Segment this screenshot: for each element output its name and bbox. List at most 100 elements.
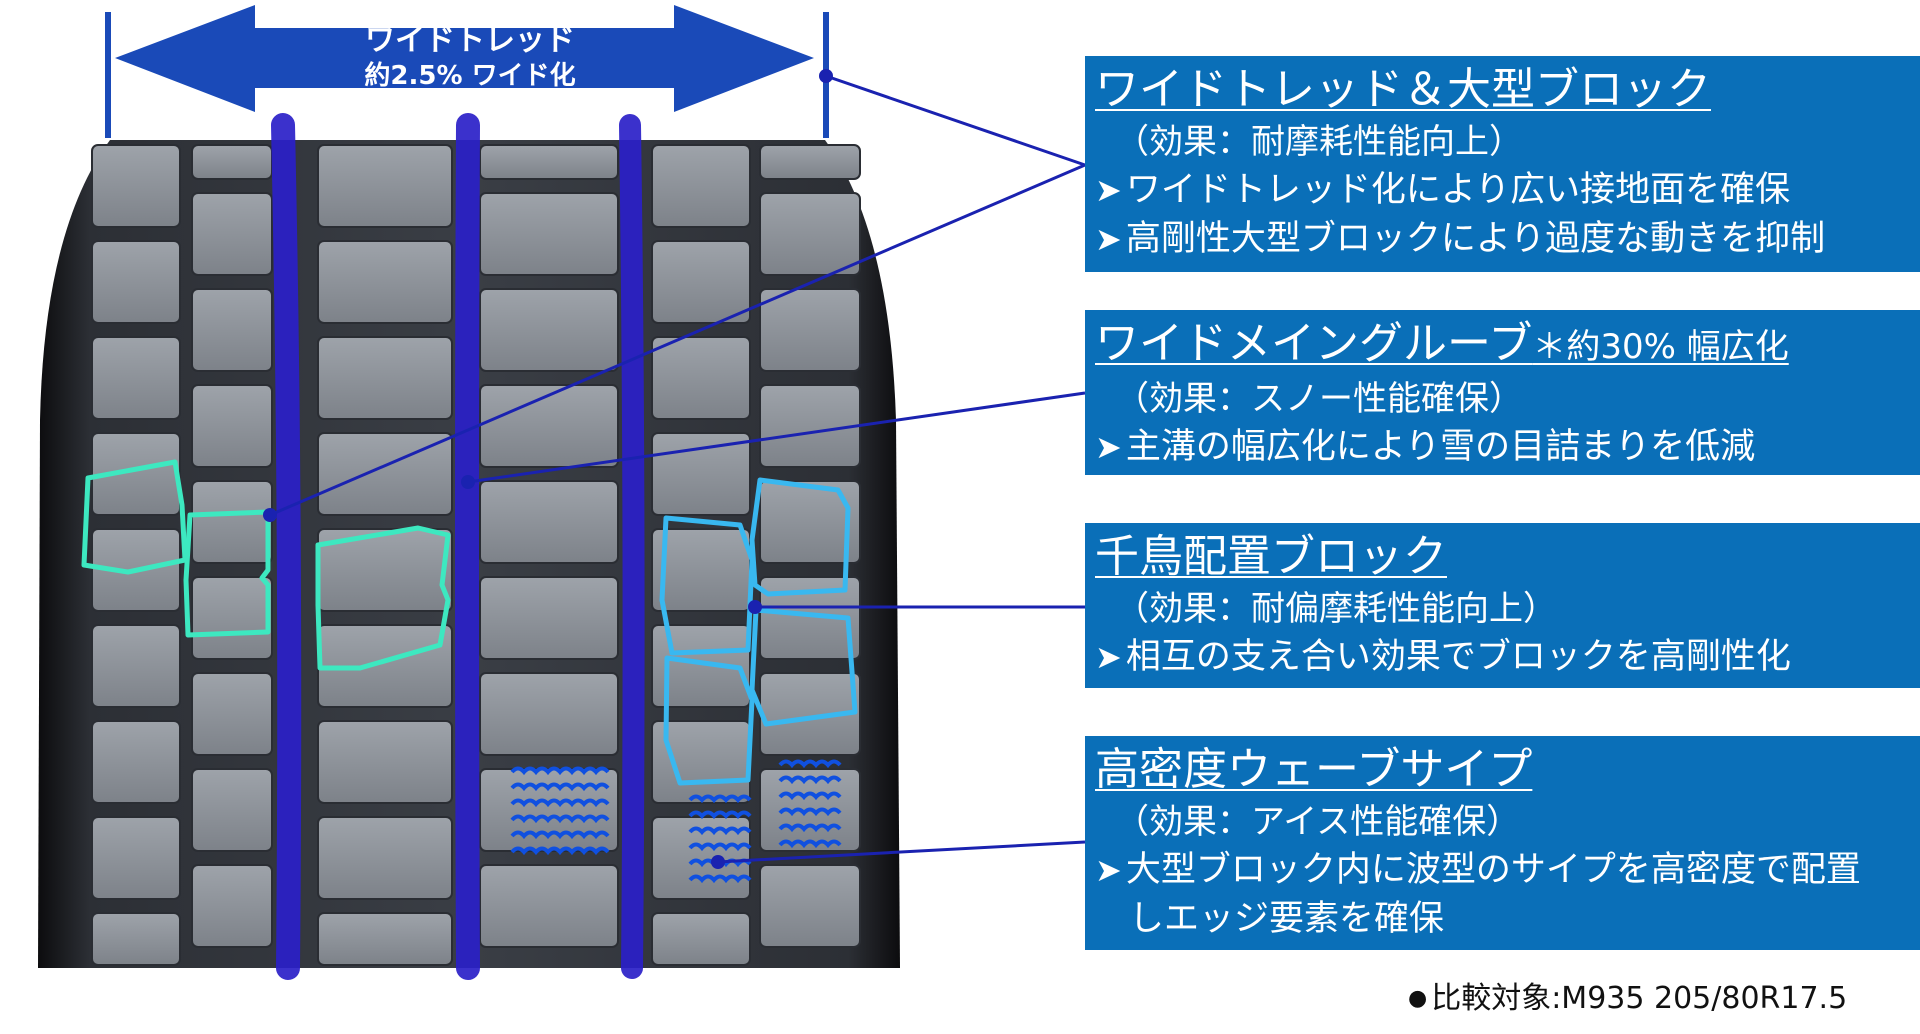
panel-wave-sipe: 高密度ウェーブサイプ （効果：アイス性能確保） ➤大型ブロック内に波型のサイプを… [1085, 736, 1920, 950]
bullet-arrow-icon: ➤ [1095, 220, 1122, 258]
bullet-text: 大型ブロック内に波型のサイプを高密度で配置 [1125, 850, 1861, 890]
wave-sipe [688, 794, 752, 804]
wide-tread-label: ワイドトレッド 約2.5% ワイド化 [330, 22, 610, 92]
bullet-text: ワイドトレッド化により広い接地面を確保 [1125, 170, 1791, 210]
wide-tread-subtitle: 約2.5% ワイド化 [364, 61, 576, 91]
tread-block [759, 192, 861, 276]
tread-block [479, 768, 619, 852]
wave-sipe [688, 874, 752, 884]
bullet-arrow-icon: ➤ [1095, 638, 1122, 676]
bullet-text: 主溝の幅広化により雪の目詰まりを低減 [1125, 427, 1756, 467]
tread-block [91, 912, 181, 966]
panel-bullet: ➤大型ブロック内に波型のサイプを高密度で配置 [1095, 846, 1910, 895]
wave-sipe [510, 814, 610, 824]
main-groove-center [455, 113, 480, 980]
panel-bullet: ➤相互の支え合い効果でブロックを高剛性化 [1095, 633, 1910, 682]
tread-blocks [91, 144, 861, 966]
bullet-arrow-icon: ➤ [1095, 851, 1122, 889]
tread-block [317, 720, 453, 804]
leader-lines [269, 74, 1086, 864]
bullet-continuation: しエッジ要素を確保 [1129, 899, 1445, 939]
tread-block [191, 864, 273, 948]
tread-block [479, 480, 619, 564]
main-groove-left [271, 113, 302, 980]
tread-block [191, 480, 273, 564]
wave-sipe [510, 846, 610, 856]
tread-block [317, 816, 453, 900]
wave-sipe [688, 826, 752, 836]
tread-block [479, 288, 619, 372]
wave-sipe [688, 810, 752, 820]
main-groove-right [619, 114, 645, 979]
panel-effect: （効果：耐摩耗性能向上） [1115, 122, 1523, 162]
tread-block [191, 144, 273, 180]
leader-dots [263, 69, 833, 869]
tread-block [651, 912, 751, 966]
tread-block [91, 720, 181, 804]
double-arrow [115, 5, 814, 112]
panel-bullet: ➤ワイドトレッド化により広い接地面を確保 [1095, 166, 1910, 215]
comparison-footnote: ●比較対象:M935 205/80R17.5 [1408, 973, 1847, 1017]
bullet-text: 高剛性大型ブロックにより過度な動きを抑制 [1125, 219, 1826, 259]
tread-block [759, 144, 861, 180]
wave-sipe [510, 782, 610, 792]
tread-block [191, 576, 273, 660]
tread-block [759, 288, 861, 372]
tread-block [317, 144, 453, 228]
tread-block [191, 192, 273, 276]
tread-block [317, 336, 453, 420]
panel-bullet: ➤高剛性大型ブロックにより過度な動きを抑制 [1095, 215, 1910, 264]
tread-block [479, 864, 619, 948]
tread-block [759, 480, 861, 564]
tread-block [91, 624, 181, 708]
tread-block [91, 336, 181, 420]
wide-tread-title: ワイドトレッド [365, 23, 575, 58]
tread-block [317, 432, 453, 516]
footnote-text: 比較対象:M935 205/80R17.5 [1431, 981, 1848, 1016]
tread-block [91, 816, 181, 900]
bullet-dot-icon: ● [1408, 986, 1428, 1011]
wave-sipe [778, 839, 842, 849]
tread-block [317, 240, 453, 324]
tread-block [191, 288, 273, 372]
wave-sipe [778, 775, 842, 785]
panel-title-note: ＊約30% 幅広化 [1532, 327, 1789, 367]
tread-block [651, 336, 751, 420]
bullet-text: 相互の支え合い効果でブロックを高剛性化 [1125, 637, 1791, 677]
tread-block [651, 144, 751, 228]
panel-wide-main-groove: ワイドメイングルーブ＊約30% 幅広化 （効果：スノー性能確保） ➤主溝の幅広化… [1085, 310, 1920, 475]
panel-wide-tread: ワイドトレッド＆大型ブロック （効果：耐摩耗性能向上） ➤ワイドトレッド化により… [1085, 56, 1920, 272]
tread-block [651, 624, 751, 708]
tread-block [479, 384, 619, 468]
wave-sipe [688, 842, 752, 852]
panel-staggered-blocks: 千鳥配置ブロック （効果：耐偏摩耗性能向上） ➤相互の支え合い効果でブロックを高… [1085, 523, 1920, 688]
tread-block [191, 768, 273, 852]
tread-block [759, 864, 861, 948]
tread-block [479, 144, 619, 180]
tread-block [759, 576, 861, 660]
panel-title: ワイドメイングルーブ＊約30% 幅広化 [1095, 316, 1910, 375]
highlight-blocks-green [81, 459, 451, 671]
wave-sipe [778, 807, 842, 817]
tread-block [651, 432, 751, 516]
bullet-arrow-icon: ➤ [1095, 428, 1122, 466]
wave-sipe [510, 766, 610, 776]
panel-effect: （効果：アイス性能確保） [1115, 802, 1521, 842]
panel-bullet: ➤主溝の幅広化により雪の目詰まりを低減 [1095, 423, 1910, 472]
tread-block [91, 432, 181, 516]
panel-title-main: ワイドメイングルーブ [1095, 318, 1533, 369]
panel-effect: （効果：耐偏摩耗性能向上） [1115, 589, 1557, 629]
tread-block [191, 672, 273, 756]
tread-block [479, 192, 619, 276]
panel-title: 千鳥配置ブロック [1095, 531, 1447, 582]
panel-title: 高密度ウェーブサイプ [1095, 744, 1533, 795]
wave-sipe [510, 830, 610, 840]
tread-block [91, 144, 181, 228]
panel-effect: （効果：スノー性能確保） [1115, 379, 1523, 419]
wave-sipe [778, 759, 842, 769]
sipe-pattern [510, 759, 842, 884]
tread-block [651, 240, 751, 324]
wave-sipe [778, 791, 842, 801]
tread-block [191, 384, 273, 468]
